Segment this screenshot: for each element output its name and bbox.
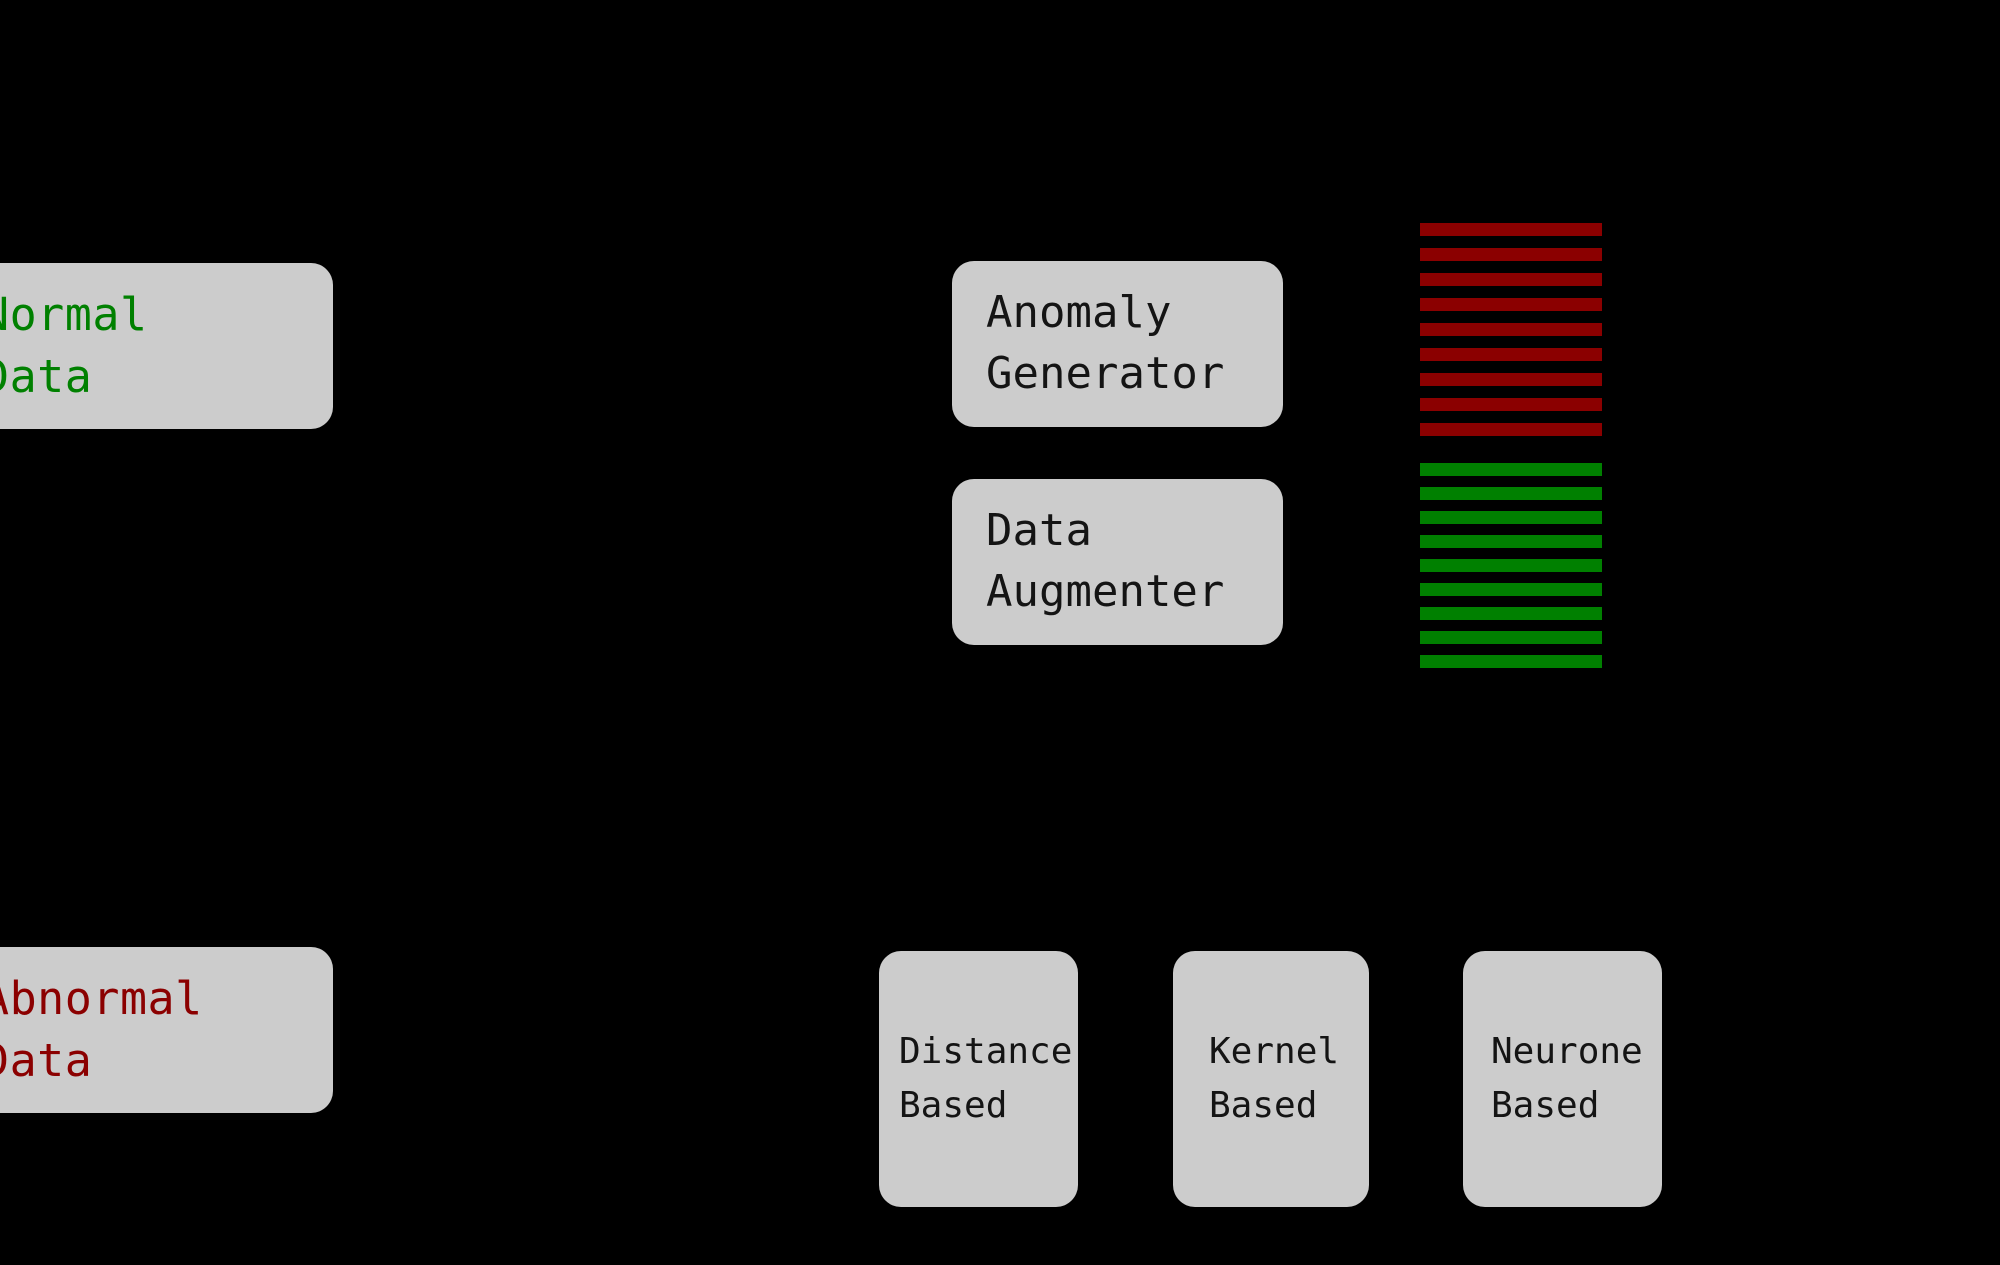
node-normal-data-line2: Data — [0, 350, 93, 403]
node-neurone-based[interactable]: Neurone Based — [1463, 951, 1662, 1207]
stripe-abnormal — [1420, 348, 1602, 361]
stripe-abnormal — [1420, 398, 1602, 411]
node-distance-based-line2: Based — [899, 1085, 1008, 1126]
stripe-normal — [1420, 487, 1602, 500]
node-distance-based[interactable]: Distance Based — [879, 951, 1078, 1207]
node-anomaly-generator-line1: Anomaly — [986, 287, 1172, 339]
stripe-normal — [1420, 607, 1602, 620]
node-abnormal-data-line2: Data — [0, 1034, 93, 1087]
stripe-group-normal — [1420, 210, 1602, 690]
stripe-normal — [1420, 535, 1602, 548]
stripe-abnormal — [1420, 373, 1602, 386]
stripe-group-abnormal — [1420, 210, 1602, 690]
stripe-abnormal — [1420, 323, 1602, 336]
node-neurone-based-line1: Neurone — [1491, 1031, 1643, 1072]
node-normal-data[interactable]: Normal Data — [0, 263, 333, 429]
stripe-normal — [1420, 631, 1602, 644]
node-anomaly-generator-line2: Generator — [986, 348, 1225, 399]
stripe-abnormal — [1420, 423, 1602, 436]
stripe-normal — [1420, 511, 1602, 524]
stripe-abnormal — [1420, 223, 1602, 236]
stripe-abnormal — [1420, 248, 1602, 261]
node-kernel-based[interactable]: Kernel Based — [1173, 951, 1369, 1207]
stripe-normal — [1420, 655, 1602, 668]
stripe-normal — [1420, 583, 1602, 596]
stripe-abnormal — [1420, 298, 1602, 311]
node-kernel-based-line1: Kernel — [1209, 1031, 1340, 1072]
node-abnormal-data-line1: Abnormal — [0, 971, 203, 1025]
node-neurone-based-line2: Based — [1491, 1085, 1600, 1126]
node-abnormal-data[interactable]: Abnormal Data — [0, 947, 333, 1113]
mixed-dataset-stripes — [1420, 210, 1602, 690]
stripe-normal — [1420, 463, 1602, 476]
node-data-augmenter-line1: Data — [986, 505, 1092, 557]
stripe-normal — [1420, 559, 1602, 572]
stripe-abnormal — [1420, 273, 1602, 286]
node-kernel-based-line2: Based — [1209, 1085, 1318, 1126]
node-data-augmenter[interactable]: Data Augmenter — [952, 479, 1283, 645]
node-anomaly-generator[interactable]: Anomaly Generator — [952, 261, 1283, 427]
node-distance-based-line1: Distance — [899, 1031, 1073, 1072]
node-normal-data-line1: Normal — [0, 287, 148, 341]
node-data-augmenter-line2: Augmenter — [986, 566, 1225, 617]
